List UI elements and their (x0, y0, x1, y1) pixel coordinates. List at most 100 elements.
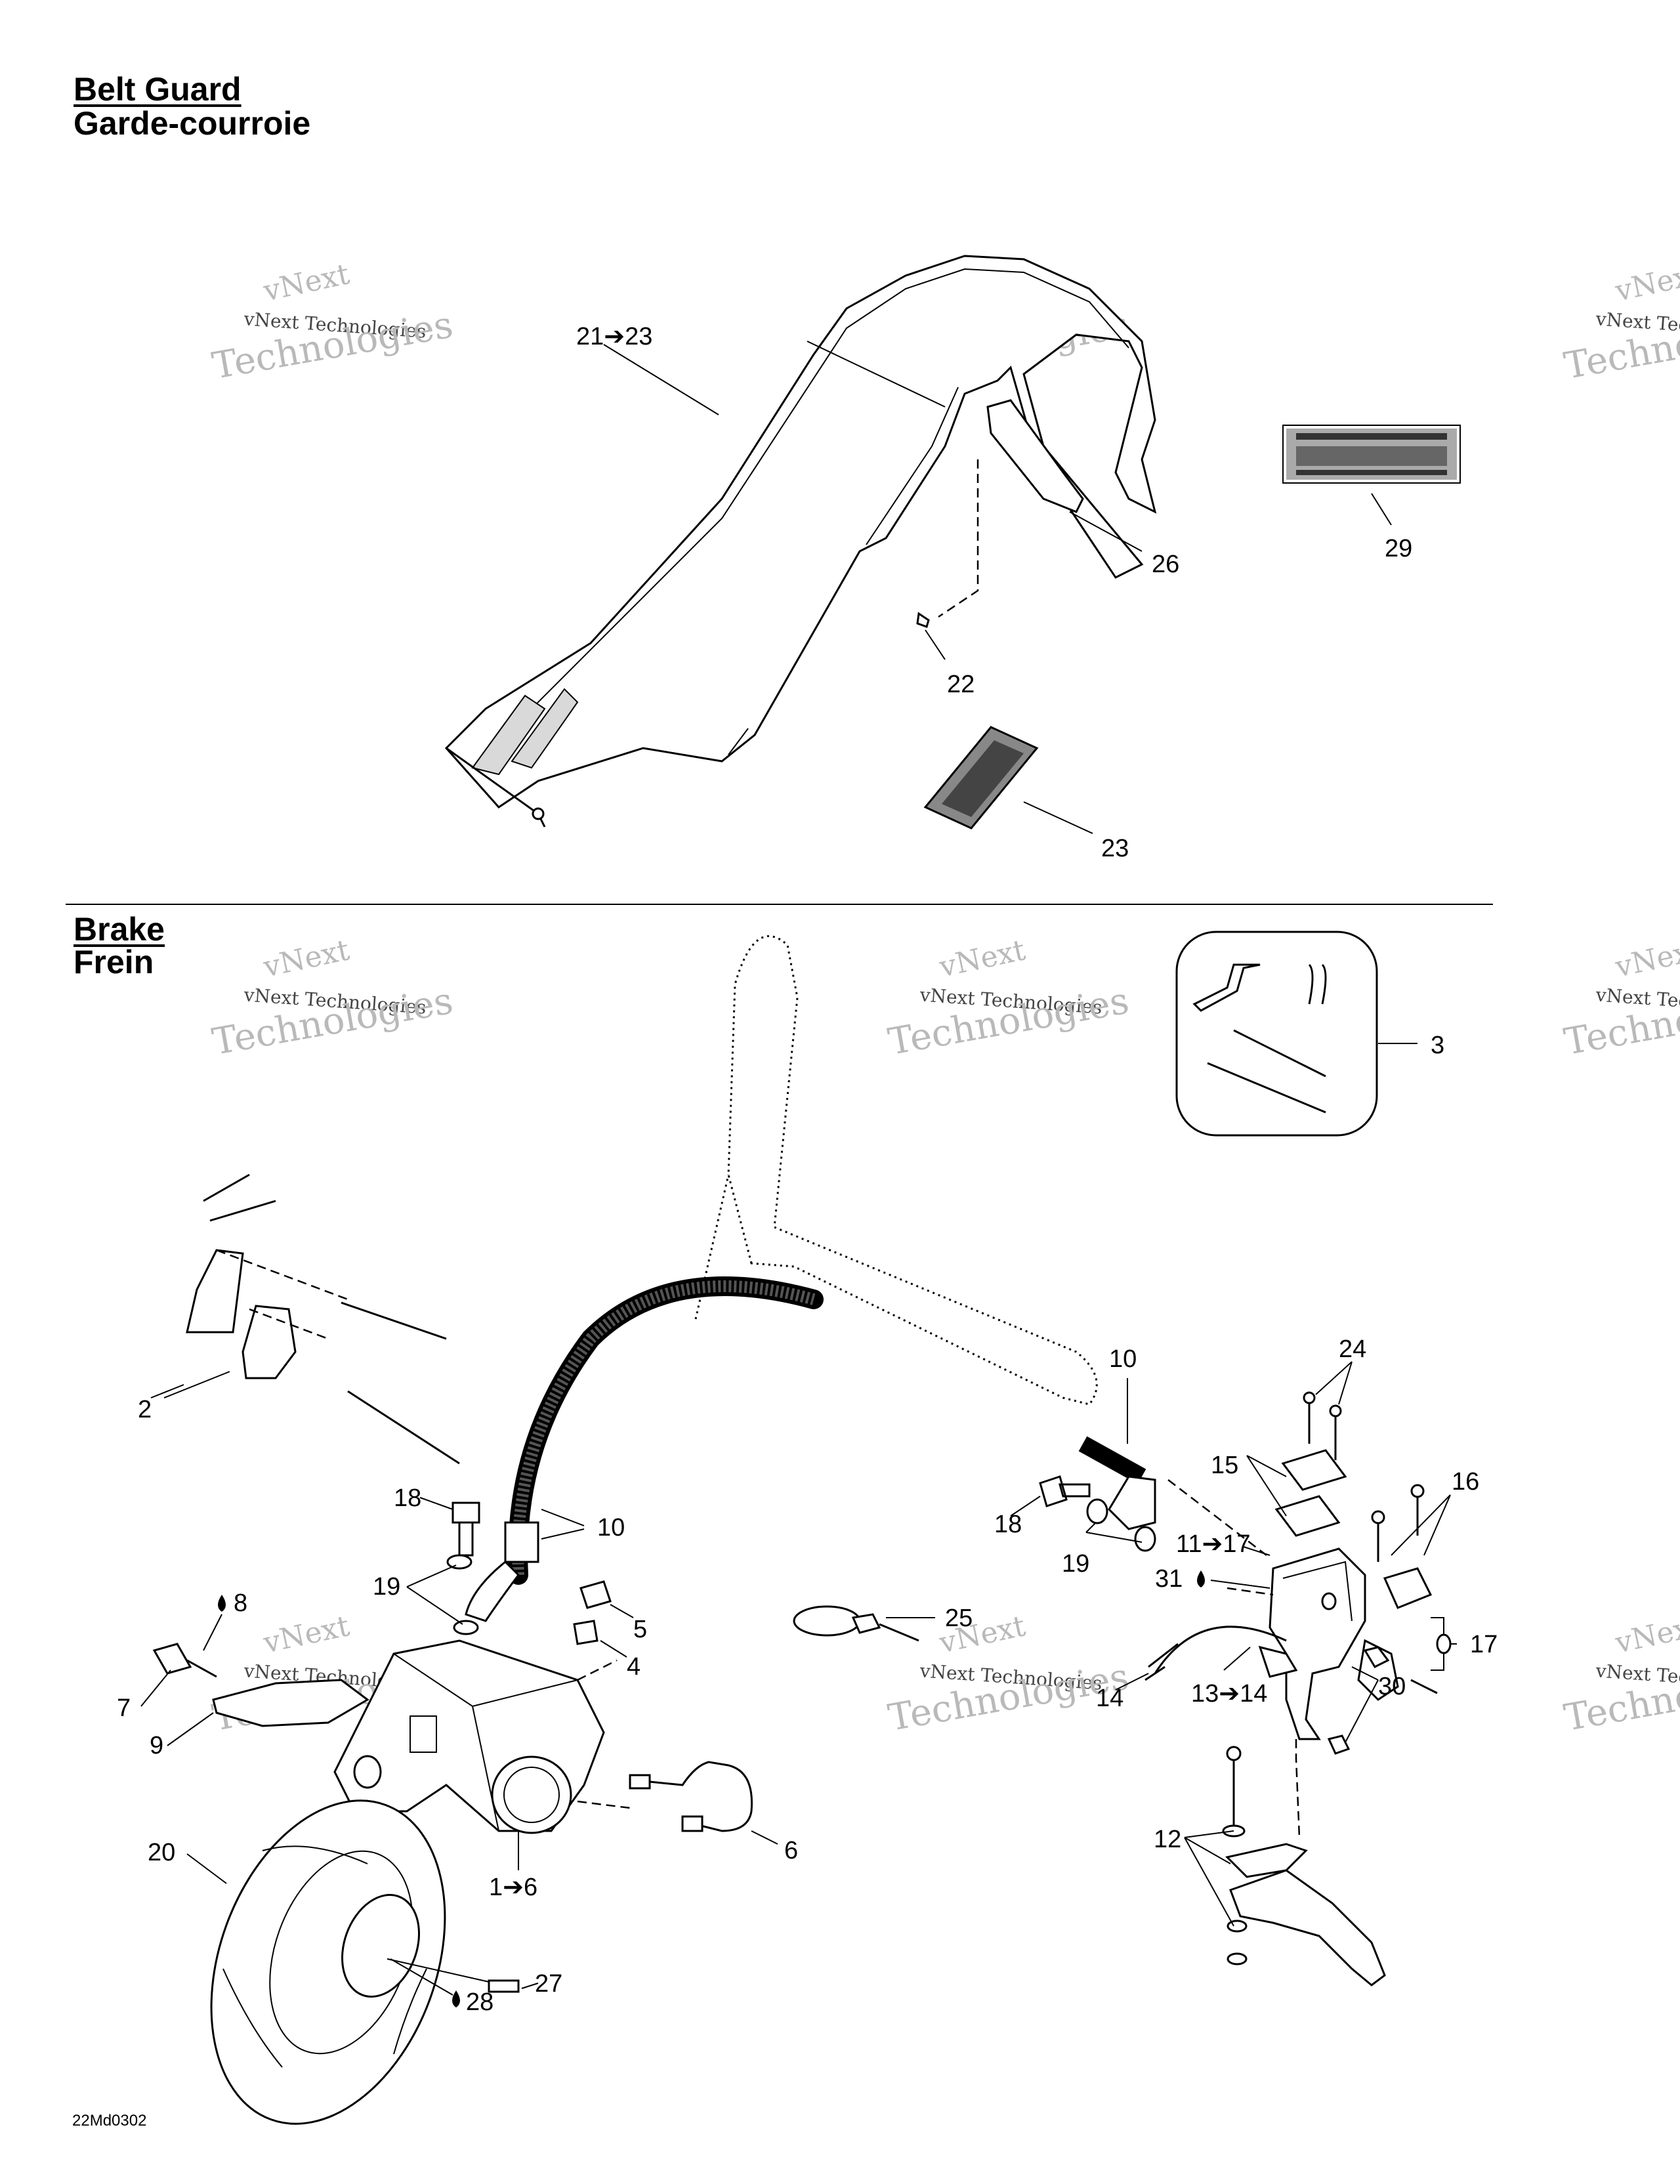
brake-hose-part (508, 1276, 824, 1585)
screws-24-part (1308, 1398, 1337, 1460)
callout-8: 8 (234, 1589, 247, 1617)
callout-10-right: 10 (1109, 1345, 1137, 1373)
callout-29: 29 (1385, 535, 1412, 562)
label-29-part (1282, 425, 1461, 484)
bleeder-4-part (573, 1620, 598, 1645)
brake-line-6-part (629, 1761, 753, 1832)
dash-lever (1295, 1739, 1301, 1838)
svg-text:vNext: vNext (260, 1609, 352, 1660)
banjo-right-part (1108, 1475, 1156, 1530)
leader-20 (186, 1853, 227, 1884)
dash-master-1 (1167, 1479, 1267, 1556)
washer-19-d (1134, 1526, 1156, 1552)
kit-3-box (1175, 931, 1378, 1137)
leader-22 (925, 629, 946, 660)
callout-5: 5 (633, 1616, 647, 1643)
callout-16: 16 (1452, 1468, 1479, 1496)
callout-15: 15 (1211, 1452, 1238, 1479)
drop-8-icon (218, 1595, 226, 1612)
leader-26 (1069, 511, 1143, 552)
callout-19-right: 19 (1062, 1550, 1089, 1578)
brake-caliper-part (333, 1639, 605, 1834)
screw-24-a (1303, 1391, 1316, 1404)
belt-guard-subtitle: Garde-courroie (74, 105, 311, 142)
callout-17: 17 (1470, 1631, 1498, 1658)
callout-18-right: 18 (994, 1511, 1022, 1538)
leader-16 (1391, 1494, 1451, 1556)
watermark-low-center: vNext vNext Technologies Technologies (885, 1609, 1132, 1740)
leader-14 (1115, 1673, 1149, 1690)
callout-22: 22 (947, 671, 975, 698)
callout-10-left: 10 (597, 1514, 625, 1542)
washer-19-c (1086, 1498, 1108, 1524)
callout-13-14: 13➔14 (1191, 1680, 1267, 1708)
leader-12 (1184, 1830, 1234, 1927)
nut-30-a (1363, 1646, 1390, 1668)
leader-18-right (1010, 1496, 1041, 1517)
belt-guard-title: Belt Guard (74, 71, 242, 108)
watermark-mid-left: vNext vNext Technologies Technologies (209, 933, 456, 1064)
hose-fitting-part (504, 1521, 539, 1563)
leader-23 (1023, 801, 1093, 834)
nut-30-b (1327, 1734, 1351, 1755)
leader-10-left (541, 1509, 585, 1540)
watermark-mid-center: vNext vNext Technologies Technologies (885, 933, 1132, 1064)
leader-18-left (419, 1497, 453, 1510)
leader-27 (521, 1983, 539, 1989)
bolt-7-part (152, 1643, 217, 1678)
dash-master-2 (1227, 1587, 1274, 1596)
brake-subtitle: Frein (74, 944, 154, 980)
svg-text:vNext: vNext (260, 933, 352, 984)
watermark-top-left: vNext vNext Technologies Technologies (209, 257, 456, 388)
callout-25: 25 (945, 1605, 973, 1632)
leader-8 (203, 1614, 222, 1651)
leader-28 (390, 1958, 453, 1996)
watermark-top-right: vNext vNext Technologies Technologies (1561, 257, 1680, 388)
callout-24: 24 (1339, 1335, 1366, 1363)
brake-switch-part (1144, 1626, 1298, 1681)
brake-disc-part (210, 1799, 446, 2125)
callout-12: 12 (1154, 1826, 1181, 1853)
washer-19-b (453, 1620, 479, 1635)
bracket-9-part (212, 1679, 369, 1727)
dash-22 (938, 459, 979, 618)
leader-9 (167, 1712, 214, 1746)
callout-20: 20 (148, 1839, 175, 1866)
callout-11-17: 11➔17 (1176, 1530, 1251, 1558)
callout-23: 23 (1101, 835, 1129, 862)
key-27-part (488, 1979, 520, 1993)
nut-17-part (1436, 1633, 1452, 1654)
brake-hose-braid (512, 1280, 816, 1576)
leader-7 (140, 1670, 171, 1707)
leader-15 (1246, 1455, 1287, 1517)
svg-text:vNext: vNext (1612, 257, 1680, 308)
watermark-mid-right: vNext vNext Technologies Technologies (1561, 933, 1680, 1064)
dash-caliper (577, 1659, 631, 1809)
drop-31-icon (1197, 1570, 1205, 1587)
callout-19-left: 19 (373, 1573, 400, 1601)
brake-pads-part (186, 1173, 460, 1465)
watermark-low-right: vNext vNext Technologies Technologies (1561, 1609, 1680, 1740)
cable-tie-part (793, 1605, 919, 1642)
cap-5-part (579, 1580, 612, 1609)
callout-31: 31 (1155, 1565, 1183, 1593)
callout-14: 14 (1096, 1685, 1124, 1712)
screw-16-a (1371, 1510, 1385, 1524)
leader-19-left (406, 1564, 463, 1625)
dash-27 (387, 1958, 490, 1983)
hose-end-right-part (1078, 1436, 1146, 1484)
svg-text:vNext: vNext (936, 933, 1028, 984)
callout-28: 28 (466, 1988, 494, 2016)
master-cylinder-part (1269, 1449, 1438, 1740)
callout-30: 30 (1378, 1673, 1406, 1700)
leader-21-23-b (807, 341, 946, 408)
callout-2: 2 (138, 1396, 152, 1423)
leader-31 (1210, 1580, 1270, 1589)
screws-16-part (1377, 1493, 1419, 1562)
belt-guard-part (444, 255, 1157, 828)
leader-4 (600, 1640, 627, 1658)
leader-30 (1345, 1666, 1379, 1743)
svg-text:vNext: vNext (1612, 933, 1680, 984)
hose-banjo-part (465, 1560, 520, 1622)
